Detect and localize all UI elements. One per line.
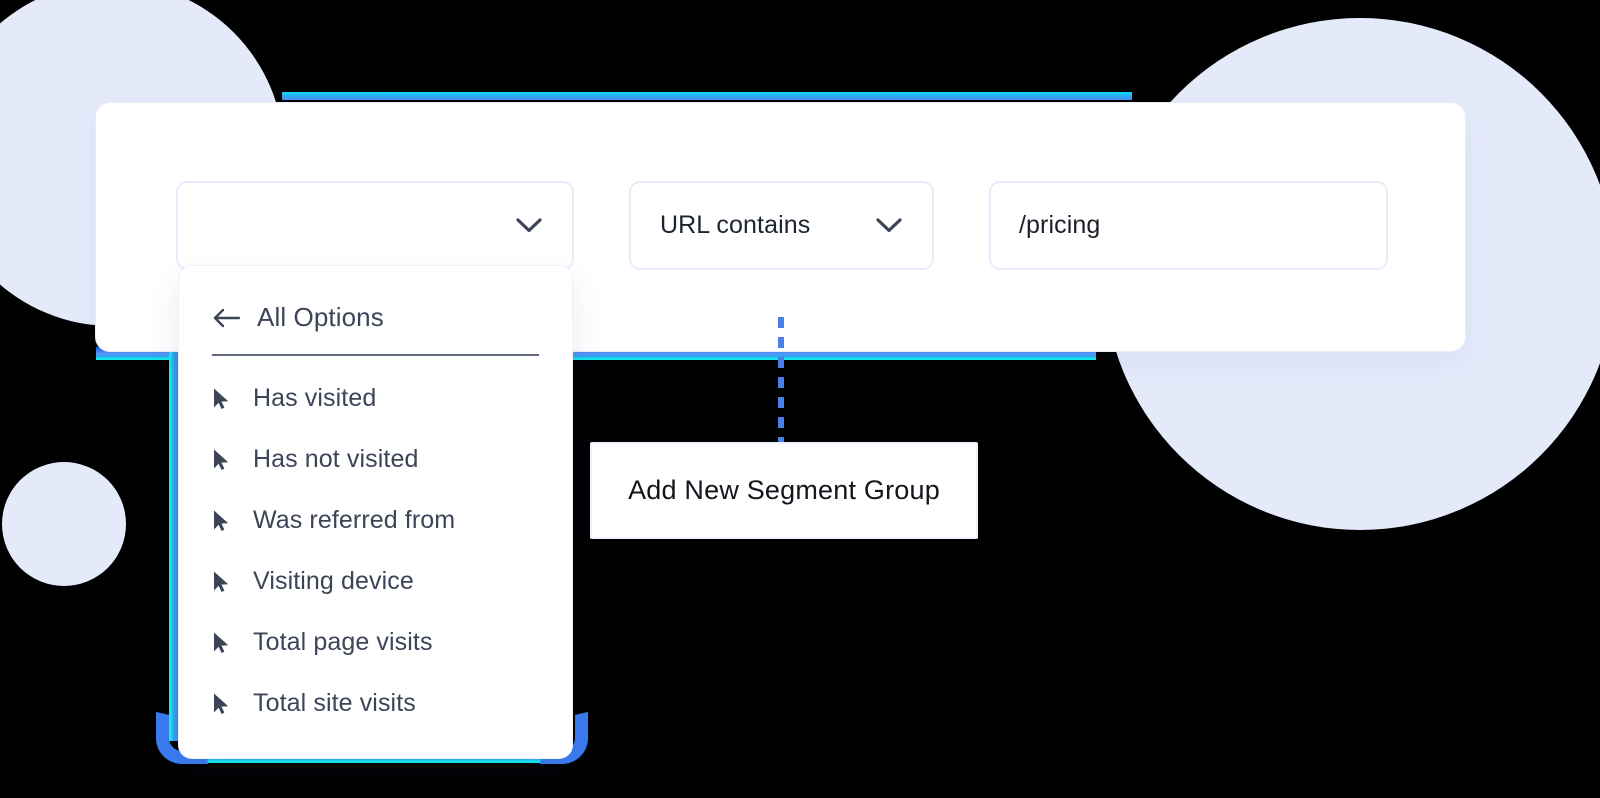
options-dropdown-panel: All Options Has visited Has not visite (179, 266, 572, 758)
chevron-down-icon (516, 218, 542, 233)
subject-select[interactable] (176, 181, 574, 270)
add-new-segment-group-button[interactable]: Add New Segment Group (590, 442, 978, 539)
option-label: Visiting device (253, 567, 414, 595)
cursor-pointer-icon (212, 570, 231, 594)
option-item-visiting-device[interactable]: Visiting device (179, 551, 572, 612)
cursor-pointer-icon (212, 692, 231, 716)
option-item-has-not-visited[interactable]: Has not visited (179, 429, 572, 490)
option-label: Total page visits (253, 628, 433, 656)
arrow-left-icon (212, 307, 241, 329)
option-label: Has visited (253, 384, 377, 412)
panel-divider (212, 354, 539, 356)
all-options-label: All Options (257, 302, 384, 332)
option-item-has-visited[interactable]: Has visited (179, 368, 572, 429)
option-label: Total site visits (253, 689, 416, 717)
dashed-connector-line (778, 317, 784, 444)
cursor-pointer-icon (212, 631, 231, 655)
chevron-down-icon (876, 218, 902, 233)
filter-row: URL contains /pricing (176, 181, 1388, 270)
cursor-pointer-icon (212, 387, 231, 411)
options-list: Has visited Has not visited Was referred… (179, 368, 572, 734)
option-item-was-referred-from[interactable]: Was referred from (179, 490, 572, 551)
add-new-segment-group-label: Add New Segment Group (628, 475, 940, 505)
card-glow-top-edge (282, 92, 1132, 100)
cursor-pointer-icon (212, 509, 231, 533)
option-label: Was referred from (253, 506, 456, 534)
operator-select[interactable]: URL contains (629, 181, 934, 270)
url-value-input[interactable]: /pricing (989, 181, 1388, 270)
option-item-total-page-visits[interactable]: Total page visits (179, 612, 572, 673)
operator-select-value: URL contains (660, 211, 811, 239)
cursor-pointer-icon (212, 448, 231, 472)
url-value-input-text: /pricing (1019, 211, 1101, 239)
option-item-total-site-visits[interactable]: Total site visits (179, 673, 572, 734)
decorative-circle-bottom-left (2, 462, 126, 586)
all-options-back-button[interactable]: All Options (179, 266, 572, 333)
segment-filter-card: URL contains /pricing (96, 103, 1465, 351)
option-label: Has not visited (253, 445, 419, 473)
